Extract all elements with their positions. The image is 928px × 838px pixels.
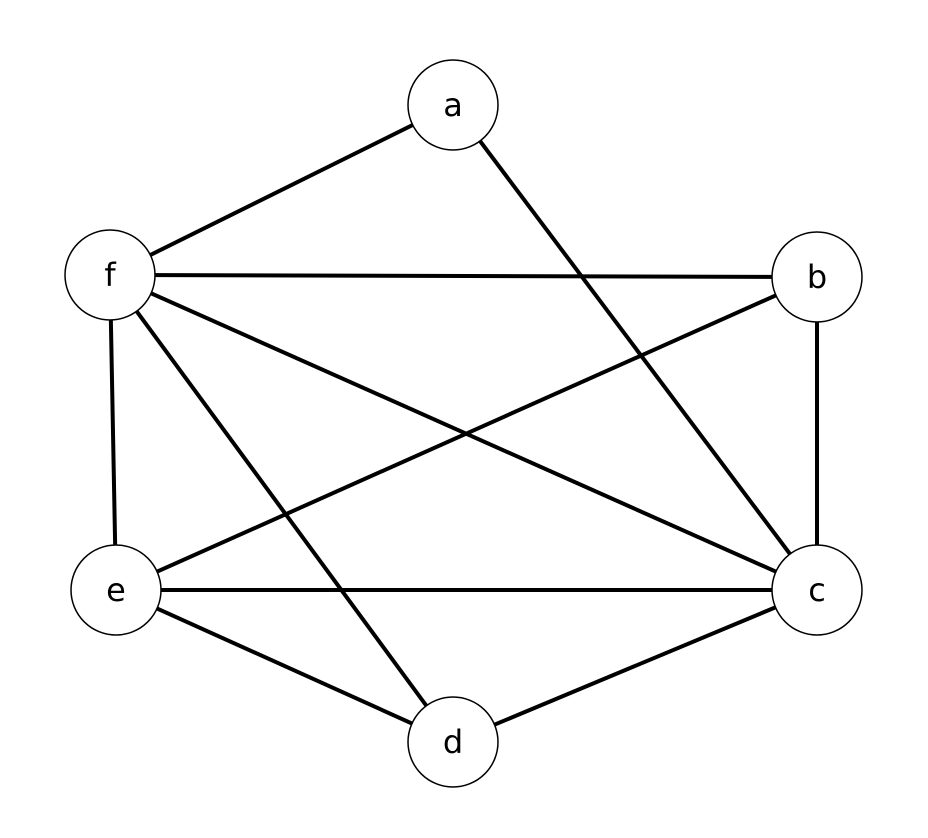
- node-circle-a: [407, 59, 499, 151]
- node-circle-c: [771, 544, 863, 636]
- node-f: f: [64, 229, 156, 321]
- node-c: c: [771, 544, 863, 636]
- node-label-c: c: [808, 571, 826, 609]
- node-e: e: [70, 544, 162, 636]
- node-circle-d: [407, 696, 499, 788]
- edge-f-e: [108, 274, 118, 591]
- edge-f-b: [109, 273, 818, 279]
- edges-layer: [108, 103, 819, 744]
- node-label-a: a: [443, 86, 463, 124]
- node-label-f: f: [104, 256, 116, 294]
- edge-d-c: [452, 588, 818, 744]
- node-a: a: [407, 59, 499, 151]
- node-label-b: b: [807, 258, 827, 296]
- edge-b-e: [115, 275, 818, 592]
- node-circle-f: [64, 229, 156, 321]
- edge-f-d: [108, 273, 455, 744]
- edge-a-f: [109, 103, 454, 277]
- node-circle-e: [70, 544, 162, 636]
- nodes-layer: a b c d e f: [64, 59, 863, 788]
- node-label-e: e: [106, 571, 126, 609]
- node-b: b: [771, 231, 863, 323]
- edge-a-c: [451, 103, 819, 592]
- node-circle-b: [771, 231, 863, 323]
- edge-e-d: [115, 588, 454, 744]
- node-label-d: d: [443, 723, 463, 761]
- node-d: d: [407, 696, 499, 788]
- edge-f-c: [109, 273, 818, 592]
